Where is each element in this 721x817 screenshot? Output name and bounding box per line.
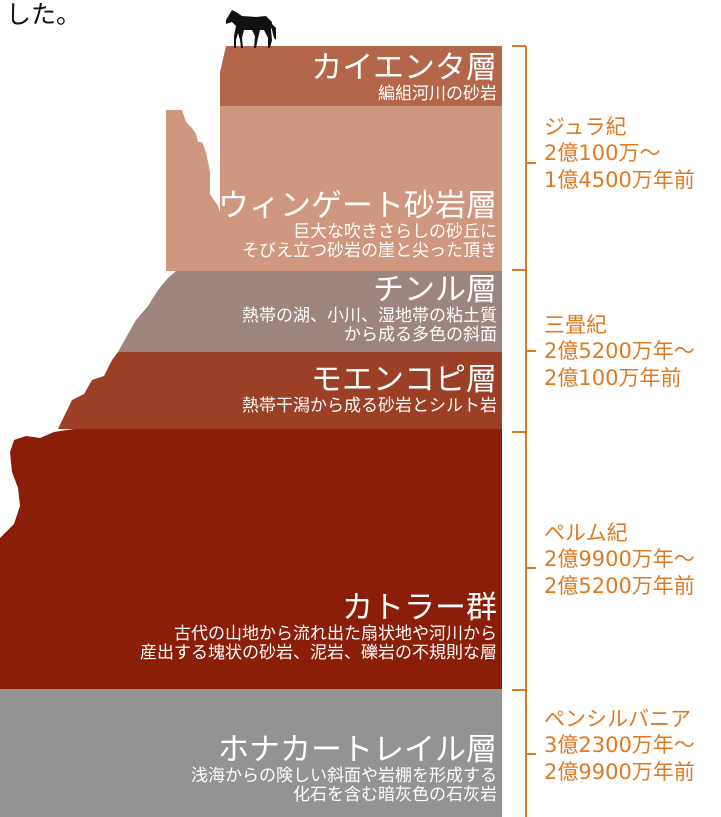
layer-name: ウィンゲート砂岩層 xyxy=(218,188,497,224)
period-name: ジュラ紀 xyxy=(544,115,627,139)
layer-desc: 熱帯の湖、小川、湿地帯の粘土質 xyxy=(242,305,497,326)
caption: した。 xyxy=(6,0,82,29)
period-range: 3億2300万年～ xyxy=(544,733,695,758)
layer-desc: そびえ立つ砂岩の崖と尖った頂き xyxy=(242,241,497,262)
period-pennsylvanian: ペンシルバニア 3億2300万年～ 2億9900万年前 xyxy=(544,706,695,785)
period-name: ペンシルバニア xyxy=(544,707,691,731)
period-range: 2億100万～ xyxy=(544,141,661,166)
layer-desc: 化石を含む暗灰色の石灰岩 xyxy=(293,785,497,806)
period-range: 2億9900万年前 xyxy=(544,759,695,784)
layer-name: チンル層 xyxy=(373,272,497,308)
horse-icon xyxy=(226,10,276,48)
layer-shape-kayenta xyxy=(220,46,502,106)
layer-shape-honaker xyxy=(0,689,502,817)
layer-honaker: ホナカートレイル層 浅海からの険しい斜面や岩棚を形成する 化石を含む暗灰色の石灰… xyxy=(191,734,497,806)
layer-desc: 熱帯干潟から成る砂岩とシルト岩 xyxy=(242,395,497,416)
layer-desc: 古代の山地から流れ出た扇状地や河川から xyxy=(174,623,497,644)
period-range: 2億9900万年～ xyxy=(544,547,695,572)
period-bracket xyxy=(512,45,536,817)
layer-desc: 巨大な吹きさらしの砂丘に xyxy=(293,221,497,242)
layer-name: モエンコピ層 xyxy=(311,362,497,398)
layer-name: カイエンタ層 xyxy=(311,50,497,86)
period-name: 三畳紀 xyxy=(544,313,607,337)
layer-desc: 編組河川の砂岩 xyxy=(378,83,497,104)
layer-kayenta: カイエンタ層 編組河川の砂岩 xyxy=(311,52,497,104)
period-range: 2億5200万年～ xyxy=(544,339,695,364)
layer-name: カトラー群 xyxy=(342,590,497,626)
period-range: 2億100万年前 xyxy=(544,365,682,390)
layer-name: ホナカートレイル層 xyxy=(218,732,497,768)
layer-desc: 産出する塊状の砂岩、泥岩、礫岩の不規則な層 xyxy=(140,643,497,664)
period-name: ペルム紀 xyxy=(544,521,628,545)
period-range: 1億4500万年前 xyxy=(544,167,695,192)
period-triassic: 三畳紀 2億5200万年～ 2億100万年前 xyxy=(544,312,695,391)
layer-shape-wingate xyxy=(166,106,502,271)
layer-chinle: チンル層 熱帯の湖、小川、湿地帯の粘土質 から成る多色の斜面 xyxy=(242,274,497,346)
period-permian: ペルム紀 2億9900万年～ 2億5200万年前 xyxy=(544,520,695,599)
layer-desc: から成る多色の斜面 xyxy=(344,325,497,346)
layer-cutler: カトラー群 古代の山地から流れ出た扇状地や河川から 産出する塊状の砂岩、泥岩、礫… xyxy=(140,592,497,664)
layer-moenkopi: モエンコピ層 熱帯干潟から成る砂岩とシルト岩 xyxy=(242,364,497,416)
layer-shape-moenkopi xyxy=(58,352,502,429)
layer-wingate: ウィンゲート砂岩層 巨大な吹きさらしの砂丘に そびえ立つ砂岩の崖と尖った頂き xyxy=(218,190,497,262)
period-jurassic: ジュラ紀 2億100万～ 1億4500万年前 xyxy=(544,114,695,193)
period-range: 2億5200万年前 xyxy=(544,573,695,598)
layer-shape-cutler xyxy=(0,429,502,689)
layer-desc: 浅海からの険しい斜面や岩棚を形成する xyxy=(191,765,497,786)
layer-shape-chinle xyxy=(118,271,502,352)
